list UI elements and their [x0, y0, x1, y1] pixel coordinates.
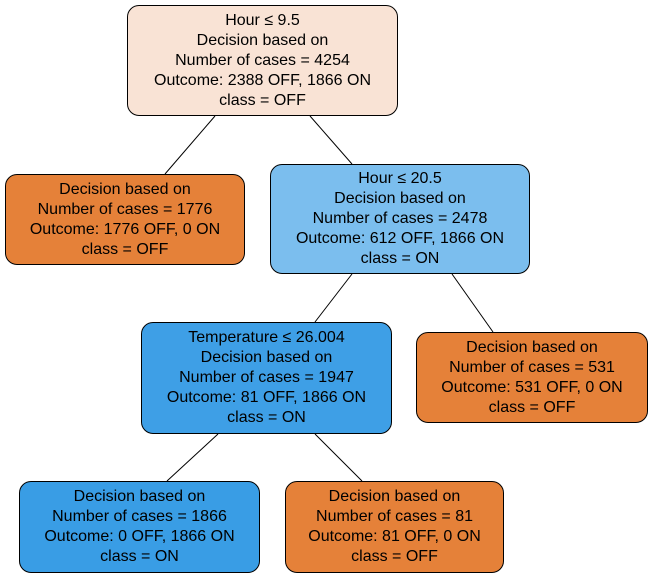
node-text-line: Number of cases = 1866	[52, 508, 227, 525]
node-text-line: class = OFF	[219, 91, 306, 109]
node-text-line: Hour ≤ 20.5	[358, 170, 442, 187]
edge-root-n1	[164, 115, 216, 175]
node-text-line: Temperature ≤ 26.004	[188, 329, 345, 346]
node-text-line: class = ON	[227, 409, 306, 426]
tree-node-n6: Decision based on Number of cases = 81 O…	[285, 481, 504, 573]
node-text-line: Number of cases = 531	[449, 358, 615, 376]
node-text-line: Decision based on	[59, 180, 191, 198]
node-text-line: class = OFF	[351, 548, 438, 565]
node-text-line: Decision based on	[200, 349, 333, 366]
edge-n3-n6	[314, 433, 363, 482]
node-text-line: Number of cases = 4254	[175, 51, 350, 69]
node-text-line: Decision based on	[328, 488, 461, 505]
tree-node-n5: Decision based on Number of cases = 1866…	[19, 481, 260, 573]
tree-node-n1: Decision based on Number of cases = 1776…	[5, 174, 245, 265]
tree-node-root: Hour ≤ 9.5 Decision based on Number of c…	[127, 5, 398, 116]
node-text-line: Number of cases = 81	[316, 508, 473, 525]
node-text-line: Outcome: 81 OFF, 1866 ON	[166, 389, 367, 406]
node-text-line: class = ON	[360, 250, 440, 267]
node-text-line: class = OFF	[488, 398, 576, 416]
edge-n2-n3	[314, 273, 353, 323]
tree-node-n2: Hour ≤ 20.5 Decision based on Number of …	[270, 164, 530, 274]
node-text-line: Decision based on	[466, 338, 598, 356]
node-text-line: Outcome: 81 OFF, 0 ON	[308, 528, 481, 545]
edge-n2-n4	[451, 273, 494, 333]
node-text-line: class = OFF	[81, 240, 169, 258]
node-text-line: Number of cases = 1776	[37, 200, 213, 218]
node-text-line: Hour ≤ 9.5	[225, 11, 300, 29]
edge-n3-n5	[166, 433, 219, 482]
node-text-line: Outcome: 531 OFF, 0 ON	[441, 378, 623, 396]
node-text-line: Decision based on	[334, 190, 466, 207]
tree-node-n4: Decision based on Number of cases = 531 …	[416, 332, 648, 423]
node-text-line: Outcome: 1776 OFF, 0 ON	[29, 220, 221, 238]
node-text-line: Number of cases = 2478	[312, 210, 488, 227]
node-text-line: Outcome: 0 OFF, 1866 ON	[44, 528, 235, 545]
tree-node-n3: Temperature ≤ 26.004 Decision based on N…	[141, 322, 392, 434]
node-text-line: Decision based on	[73, 488, 206, 505]
edge-root-n2	[309, 115, 353, 165]
node-text-line: Decision based on	[196, 31, 329, 49]
node-text-line: class = ON	[100, 548, 179, 565]
node-text-line: Outcome: 2388 OFF, 1866 ON	[154, 71, 371, 89]
node-text-line: Number of cases = 1947	[179, 369, 354, 386]
node-text-line: Outcome: 612 OFF, 1866 ON	[295, 230, 505, 247]
